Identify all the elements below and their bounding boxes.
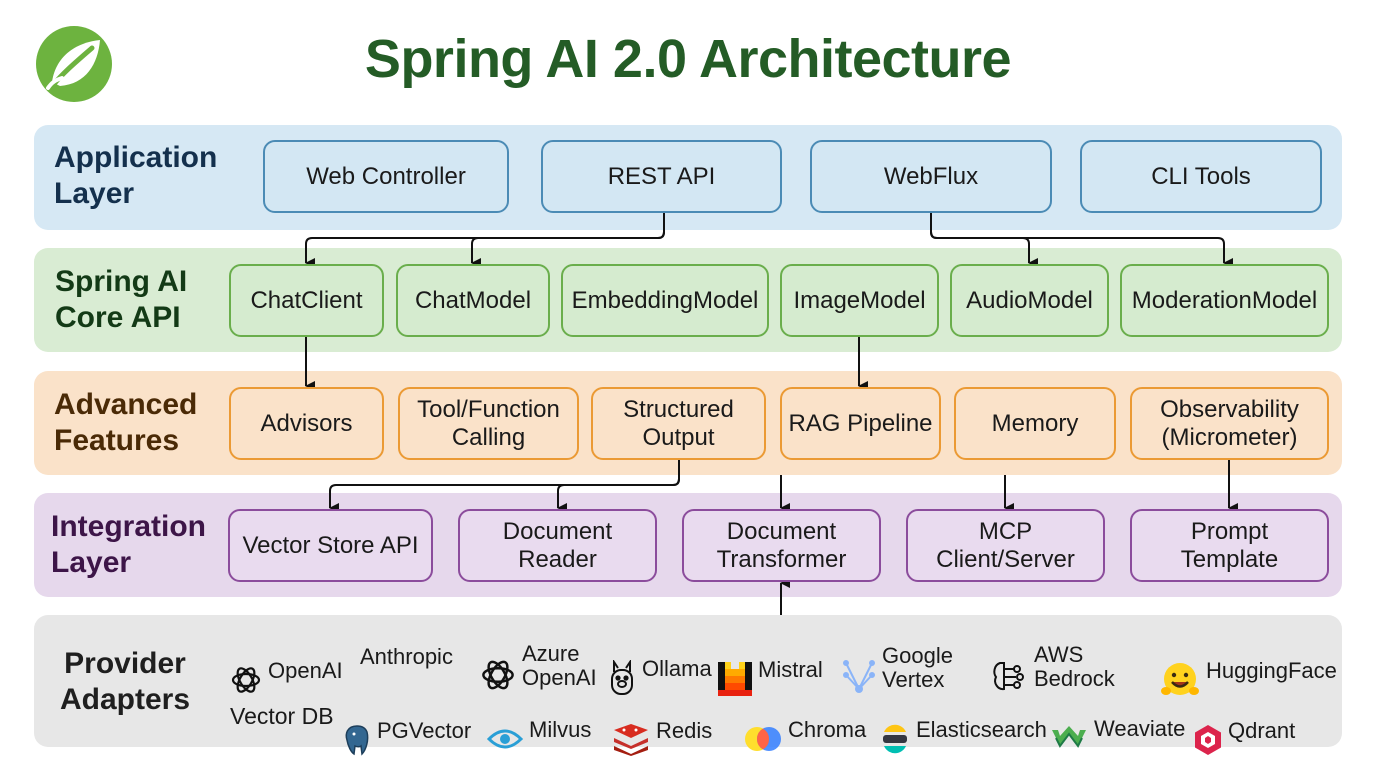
provider-name: Anthropic <box>360 644 453 669</box>
rag-pipeline-box: RAG Pipeline <box>780 387 941 460</box>
page-title: Spring AI 2.0 Architecture <box>364 29 1012 89</box>
embeddingmodel-box: EmbeddingModel <box>561 264 769 337</box>
prompt-template-box: Prompt Template <box>1130 509 1329 582</box>
provider-google-vertex: Google Vertex <box>842 633 953 702</box>
vectordb-elasticsearch: Elasticsearch <box>880 700 1047 759</box>
vectordb-name: Weaviate <box>1094 715 1186 741</box>
provider-name: HuggingFace <box>1206 657 1337 683</box>
vectordb-name: Qdrant <box>1228 717 1296 743</box>
document-reader-box: Document Reader <box>458 509 657 582</box>
redis-icon <box>612 700 650 761</box>
mcp-client-server-box: MCP Client/Server <box>906 509 1105 582</box>
vector-db-label: Vector DB <box>230 704 334 728</box>
vectordb-name: Chroma <box>788 716 867 742</box>
provider-name: Ollama <box>642 655 712 681</box>
provider-name: Google Vertex <box>882 642 953 692</box>
imagemodel-box: ImageModel <box>780 264 939 337</box>
vectordb-redis: Redis <box>612 700 712 761</box>
milvus-eye-icon <box>486 701 524 758</box>
observability-box: Observability (Micrometer) <box>1130 387 1329 460</box>
chatmodel-box: ChatModel <box>396 264 550 337</box>
integration-layer-label: Integration Layer <box>51 510 206 579</box>
huggingface-icon <box>1160 637 1200 704</box>
provider-ollama: Ollama <box>608 636 712 701</box>
chatclient-box: ChatClient <box>229 264 384 337</box>
vectordb-chroma: Chroma <box>744 700 866 759</box>
vectordb-name: Milvus <box>529 716 592 742</box>
provider-azure-openai: Azure OpenAI <box>480 633 597 698</box>
provider-name: Mistral <box>758 656 823 682</box>
openai-icon <box>230 640 262 701</box>
spring-leaf-icon <box>34 24 114 104</box>
webflux-box: WebFlux <box>810 140 1052 213</box>
vectordb-weaviate: Weaviate <box>1050 700 1185 757</box>
ollama-icon <box>608 636 636 701</box>
document-transformer-box: Document Transformer <box>682 509 881 582</box>
structured-output-box: Structured Output <box>591 387 766 460</box>
provider-adapters-layer-label: Provider Adapters <box>60 647 191 716</box>
vectordb-qdrant: Qdrant <box>1194 700 1295 761</box>
cli-tools-box: CLI Tools <box>1080 140 1322 213</box>
advanced-features-layer-label: Advanced Features <box>54 388 198 457</box>
provider-aws-bedrock: AWS Bedrock <box>990 633 1115 700</box>
vectordb-name: Elasticsearch <box>916 716 1047 742</box>
provider-name: Azure OpenAI <box>522 640 597 690</box>
tool-function-calling-box: Tool/Function Calling <box>398 387 579 460</box>
provider-name: OpenAI <box>268 657 343 683</box>
memory-box: Memory <box>954 387 1116 460</box>
vector-store-api-box: Vector Store API <box>228 509 433 582</box>
rest-api-box: REST API <box>541 140 782 213</box>
moderationmodel-box: ModerationModel <box>1120 264 1329 337</box>
qdrant-icon <box>1194 700 1222 761</box>
core-api-layer-label: Spring AI Core API <box>55 265 188 334</box>
vectordb-name: PGVector <box>377 717 472 743</box>
vector-db-label-text: Vector DB <box>230 703 334 729</box>
chroma-icon <box>744 700 782 759</box>
provider-mistral: Mistral <box>718 638 823 701</box>
provider-name: AWS Bedrock <box>1034 641 1115 691</box>
vectordb-milvus: Milvus <box>486 701 592 758</box>
postgres-elephant-icon <box>343 700 371 761</box>
provider-openai: OpenAI <box>230 640 343 701</box>
provider-anthropic: Anthropic <box>360 645 453 669</box>
web-controller-box: Web Controller <box>263 140 509 213</box>
audiomodel-box: AudioModel <box>950 264 1109 337</box>
application-layer-label: Application Layer <box>54 141 218 210</box>
elasticsearch-icon <box>880 700 910 759</box>
provider-huggingface: HuggingFace <box>1160 637 1337 704</box>
weaviate-icon <box>1050 700 1088 757</box>
google-vertex-icon <box>842 633 876 702</box>
aws-bedrock-icon <box>990 633 1028 700</box>
vectordb-pgvector: PGVector <box>343 700 471 761</box>
mistral-icon <box>718 638 752 701</box>
openai-icon <box>480 633 516 698</box>
vectordb-name: Redis <box>656 717 713 743</box>
advisors-box: Advisors <box>229 387 384 460</box>
